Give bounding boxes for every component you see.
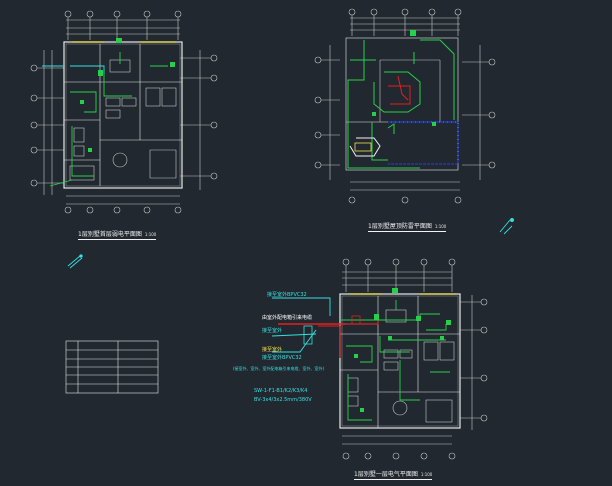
plan-3-scale: 1:100 bbox=[420, 472, 433, 477]
plan-1-wiring bbox=[42, 52, 168, 187]
annotation-outdoor-pvc-top: 接至室外BPVC32 bbox=[267, 292, 307, 298]
annotation-outdoor-pvc-bottom: 接至室外BPVC32 bbox=[262, 355, 302, 361]
plan-2 bbox=[314, 8, 496, 204]
axis-bubbles-top bbox=[64, 10, 182, 40]
annotation-circuit-code: SW-1-F1-B1/K2/K3/K4 bbox=[254, 388, 308, 394]
annotation-cable-spec: BV-3x4/3x2.5mm/380V bbox=[254, 397, 312, 403]
plan-1 bbox=[30, 10, 218, 214]
plan-2-title-text: 1层别墅屋顶防雷平面图 bbox=[368, 223, 432, 230]
roof-symbol bbox=[499, 218, 514, 235]
plan-3-wiring bbox=[271, 297, 450, 421]
annotation-cable-source: 由室外配电箱引来电缆 bbox=[262, 315, 313, 321]
plan-3 bbox=[339, 258, 488, 460]
plan-3-title-text: 1层别墅一层电气平面图 bbox=[354, 471, 418, 478]
annotation-outdoor-2: 接至室外 bbox=[262, 347, 283, 353]
plan-1-scale: 1:100 bbox=[144, 232, 157, 237]
plan-2-scale: 1:100 bbox=[434, 224, 447, 229]
plan-2-wiring bbox=[347, 39, 459, 169]
legend-table bbox=[65, 340, 159, 394]
axis-bubbles-right bbox=[180, 50, 218, 190]
annotation-outdoor-1: 接至室外 bbox=[262, 328, 283, 334]
annotation-long-note: (接室外、室外、室外配电箱引来电缆、室外、室外) bbox=[233, 366, 325, 371]
axis-bubbles-left bbox=[30, 50, 64, 195]
plan-1-symbol bbox=[67, 254, 83, 269]
plan-1-title-text: 1层别墅首层弱电平面图 bbox=[78, 231, 142, 238]
